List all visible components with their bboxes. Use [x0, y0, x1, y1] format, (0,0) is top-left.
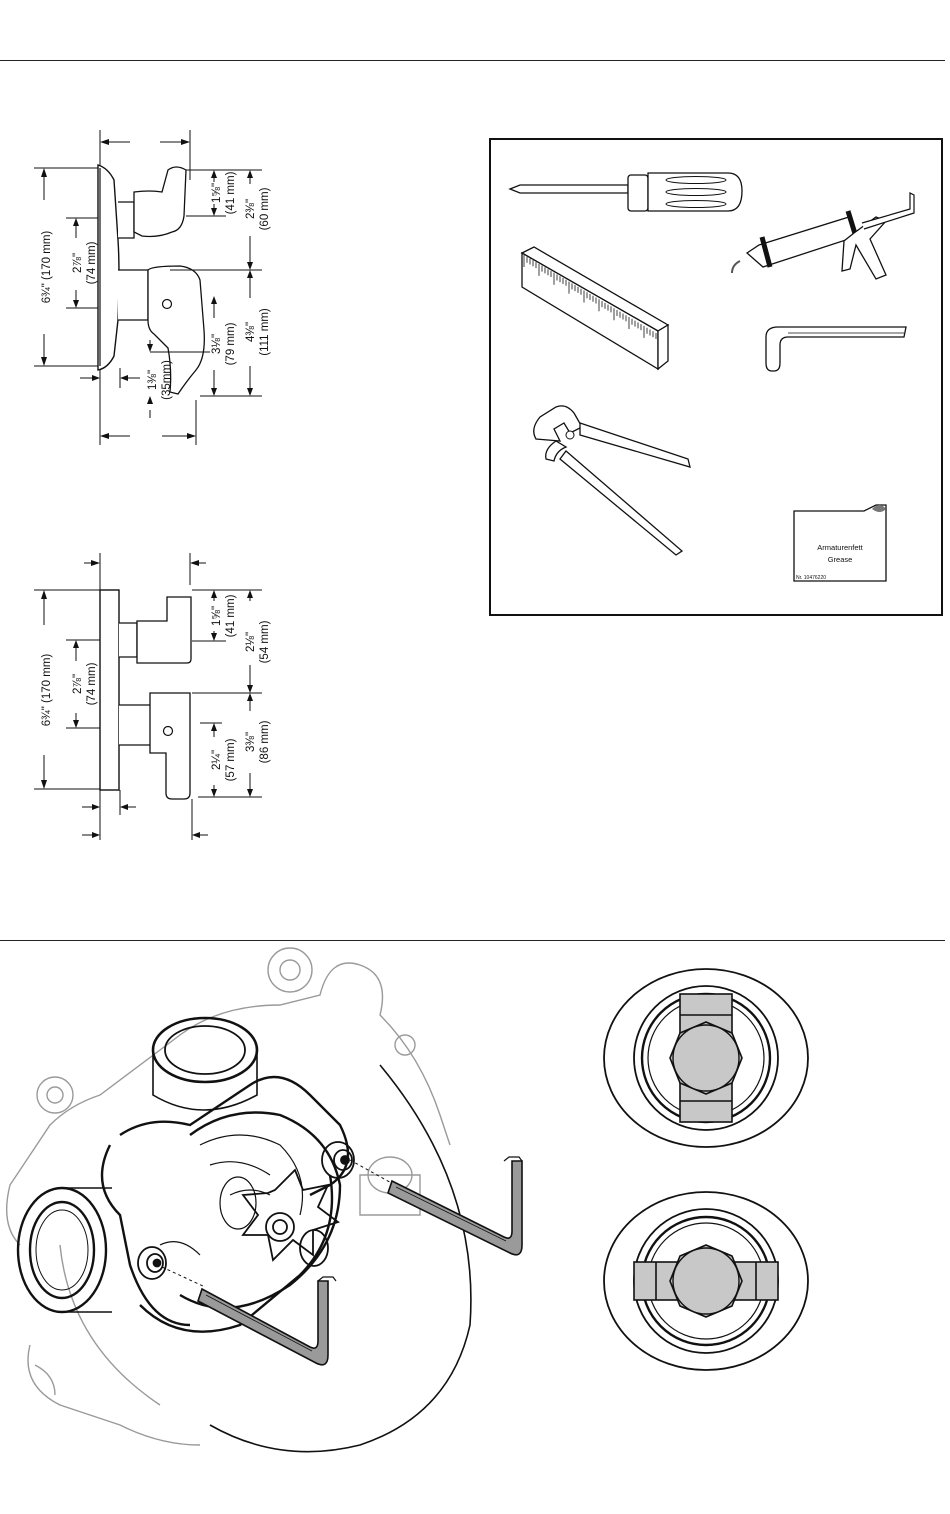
d2-centers-in: 2⅞" — [72, 674, 84, 694]
valve-body-illustration — [0, 945, 560, 1465]
hex-key-right-icon — [388, 1157, 522, 1255]
d1-lower-depth-mm: (111 mm) — [259, 308, 271, 356]
d1-upper-depth-mm: (60 mm) — [259, 187, 271, 230]
middle-rule — [0, 940, 945, 941]
d1-lower-handle-mm: (79 mm) — [225, 322, 237, 365]
grease-label-2: Grease — [828, 555, 853, 564]
d1-overall-height: 6¾" (170 mm) — [41, 231, 53, 304]
grease-part-number: Nr. 10476220 — [796, 575, 826, 581]
d1-lower-handle-in: 3⅛" — [211, 334, 223, 354]
d2-lower-handle-in: 2¼" — [211, 750, 223, 770]
d1-flange-in: 1⅜" — [147, 370, 159, 390]
d2-upper-handle-in: 1⅝" — [211, 606, 223, 626]
screwdriver-icon — [510, 173, 742, 211]
d2-upper-handle-mm: (41 mm) — [225, 594, 237, 637]
top-rule — [0, 60, 945, 61]
hex-key-left-icon — [198, 1277, 336, 1365]
pliers-icon — [534, 406, 690, 555]
d2-overall-height: 6¾" (170 mm) — [41, 654, 53, 727]
d2-lower-depth-mm: (86 mm) — [259, 720, 271, 763]
dimension-diagram-2: 6¾" (170 mm) 2⅞" (74 mm) 1⅝" (41 mm) 2⅛"… — [0, 545, 320, 850]
caulking-gun-icon — [732, 193, 914, 279]
d2-upper-depth-in: 2⅛" — [245, 632, 257, 652]
hex-key-icon — [766, 327, 906, 371]
d1-flange-mm: (35mm) — [161, 360, 173, 400]
cartridge-position-horizontal — [600, 1188, 812, 1374]
grease-label-1: Armaturenfett — [817, 543, 863, 552]
cartridge-position-vertical — [600, 965, 812, 1151]
d2-centers-mm: (74 mm) — [86, 662, 98, 705]
d2-lower-depth-in: 3⅜" — [245, 732, 257, 752]
d1-upper-depth-in: 2⅜" — [245, 199, 257, 219]
d1-centers-mm: (74 mm) — [86, 241, 98, 284]
d1-upper-handle-in: 1⅝" — [211, 183, 223, 203]
d2-lower-handle-mm: (57 mm) — [225, 738, 237, 781]
tools-illustrations: Armaturenfett Grease Nr. 10476220 — [492, 141, 940, 613]
d1-upper-handle-mm: (41 mm) — [225, 171, 237, 214]
dimension-diagram-1: 6¾" (170 mm) 2⅞" (74 mm) 1⅝" (41 mm) 2⅜"… — [0, 120, 320, 460]
d2-upper-depth-mm: (54 mm) — [259, 620, 271, 663]
ruler-icon — [522, 247, 668, 369]
d1-centers-in: 2⅞" — [72, 253, 84, 273]
d1-lower-depth-in: 4⅜" — [245, 322, 257, 342]
